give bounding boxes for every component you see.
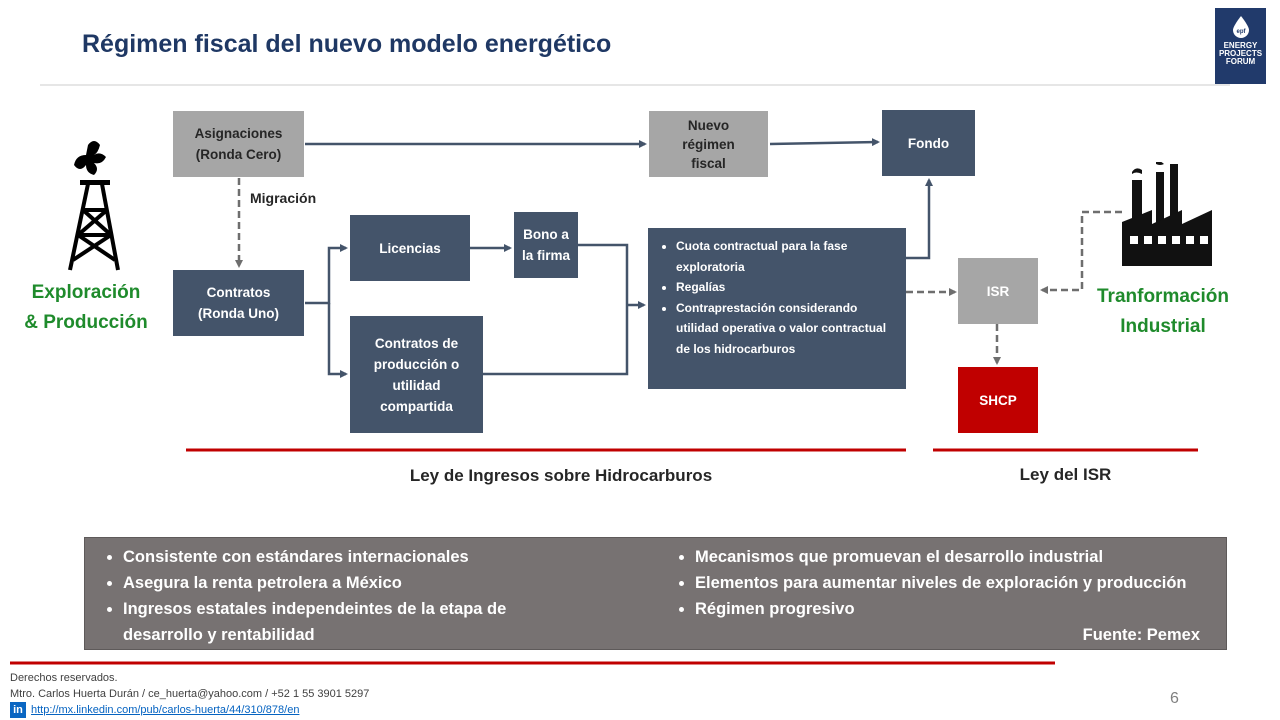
logo-line3: FORUM <box>1225 57 1256 66</box>
bono-line1: Bono a <box>523 227 569 242</box>
isr-box: ISR <box>958 258 1038 324</box>
contratos-prod-line1: Contratos de <box>374 335 459 351</box>
cuota-box: Cuota contractual para la fase explorato… <box>648 228 906 389</box>
transformacion-line1: Tranformación <box>1097 286 1229 307</box>
factory-icon <box>1122 161 1212 271</box>
asignaciones-line1: Asignaciones <box>194 126 283 141</box>
panel-right-item: Elementos para aumentar niveles de explo… <box>695 570 1195 596</box>
shcp-box: SHCP <box>958 367 1038 433</box>
linkedin-icon[interactable]: in <box>10 702 26 719</box>
contratos-produccion-box: Contratos de producción o utilidad compa… <box>350 316 483 433</box>
cuota-item: Regalías <box>676 277 894 298</box>
nuevo-regimen-line3: fiscal <box>691 155 726 171</box>
migracion-label: Migración <box>250 190 317 206</box>
logo-mark: epf <box>1236 29 1246 35</box>
cuota-item: Contraprestación considerando utilidad o… <box>676 298 894 360</box>
footer: Derechos reservados. Mtro. Carlos Huerta… <box>10 670 370 719</box>
linkedin-link[interactable]: http://mx.linkedin.com/pub/carlos-huerta… <box>31 704 300 716</box>
exploracion-line2: & Producción <box>24 312 148 333</box>
asignaciones-line2: (Ronda Cero) <box>195 147 282 162</box>
footer-link-row: in http://mx.linkedin.com/pub/carlos-huer… <box>10 702 369 719</box>
ley-isr-label: Ley del ISR <box>1019 465 1112 484</box>
oil-rig-icon <box>58 140 128 277</box>
page-number: 6 <box>1170 690 1179 707</box>
arrow-nuevo-fondo <box>769 138 880 147</box>
footer-rights: Derechos reservados. <box>10 672 118 684</box>
contratos-prod-line3: utilidad <box>392 377 441 393</box>
drop-icon: epf <box>1232 16 1250 38</box>
contratos-line1: Contratos <box>206 285 271 300</box>
logo-line2: PROJECTS <box>1218 49 1263 58</box>
nuevo-regimen-line1: Nuevo <box>687 117 730 133</box>
panel-right-list: Mecanismos que promuevan el desarrollo i… <box>675 544 1195 622</box>
exploracion-label: Exploración & Producción <box>8 278 164 338</box>
arrow-contratos-licencias <box>305 244 348 305</box>
contratos-line2: (Ronda Uno) <box>198 306 279 321</box>
cuota-item: Cuota contractual para la fase explorato… <box>676 236 894 277</box>
contratos-prod-line2: producción o <box>373 356 460 372</box>
transformacion-label: Tranformación Industrial <box>1085 282 1241 342</box>
line-bono-produccion <box>483 243 629 376</box>
epf-logo: epf ENERGY PROJECTS FORUM <box>1215 8 1266 84</box>
panel-left-item: Ingresos estatales independeintes de la … <box>123 596 583 648</box>
nuevo-regimen-line2: régimen <box>682 136 735 152</box>
contratos-prod-line4: compartida <box>380 398 453 414</box>
bono-line2: la firma <box>521 248 571 263</box>
panel-left-item: Asegura la renta petrolera a México <box>123 570 583 596</box>
summary-panel: Consistente con estándares internacional… <box>84 537 1227 650</box>
bono-box: Bono a la firma <box>514 212 578 278</box>
asignaciones-box: Asignaciones (Ronda Cero) <box>173 111 304 177</box>
title-divider <box>40 84 1230 86</box>
panel-right-item: Mecanismos que promuevan el desarrollo i… <box>695 544 1195 570</box>
arrow-cuota-fondo <box>906 178 933 260</box>
page-title: Régimen fiscal del nuevo modelo energéti… <box>82 30 612 58</box>
arrow-contratos-produccion <box>327 303 348 378</box>
arrow-factory-isr <box>1040 210 1122 294</box>
ley-ingresos-label: Ley de Ingresos sobre Hidrocarburos <box>409 466 713 485</box>
footer-contact: Mtro. Carlos Huerta Durán / ce_huerta@ya… <box>10 688 370 700</box>
source-note: Fuente: Pemex <box>1082 626 1200 644</box>
licencias-box: Licencias <box>350 215 470 281</box>
panel-left-list: Consistente con estándares internacional… <box>103 544 583 648</box>
nuevo-regimen-box: Nuevo régimen fiscal <box>649 111 768 177</box>
panel-left-item: Consistente con estándares internacional… <box>123 544 583 570</box>
panel-right-item: Régimen progresivo <box>695 596 1195 622</box>
exploracion-line1: Exploración <box>31 282 141 303</box>
logo-line1: ENERGY <box>1223 41 1258 50</box>
contratos-box: Contratos (Ronda Uno) <box>173 270 304 336</box>
transformacion-line2: Industrial <box>1120 316 1206 337</box>
fondo-box: Fondo <box>882 110 975 176</box>
